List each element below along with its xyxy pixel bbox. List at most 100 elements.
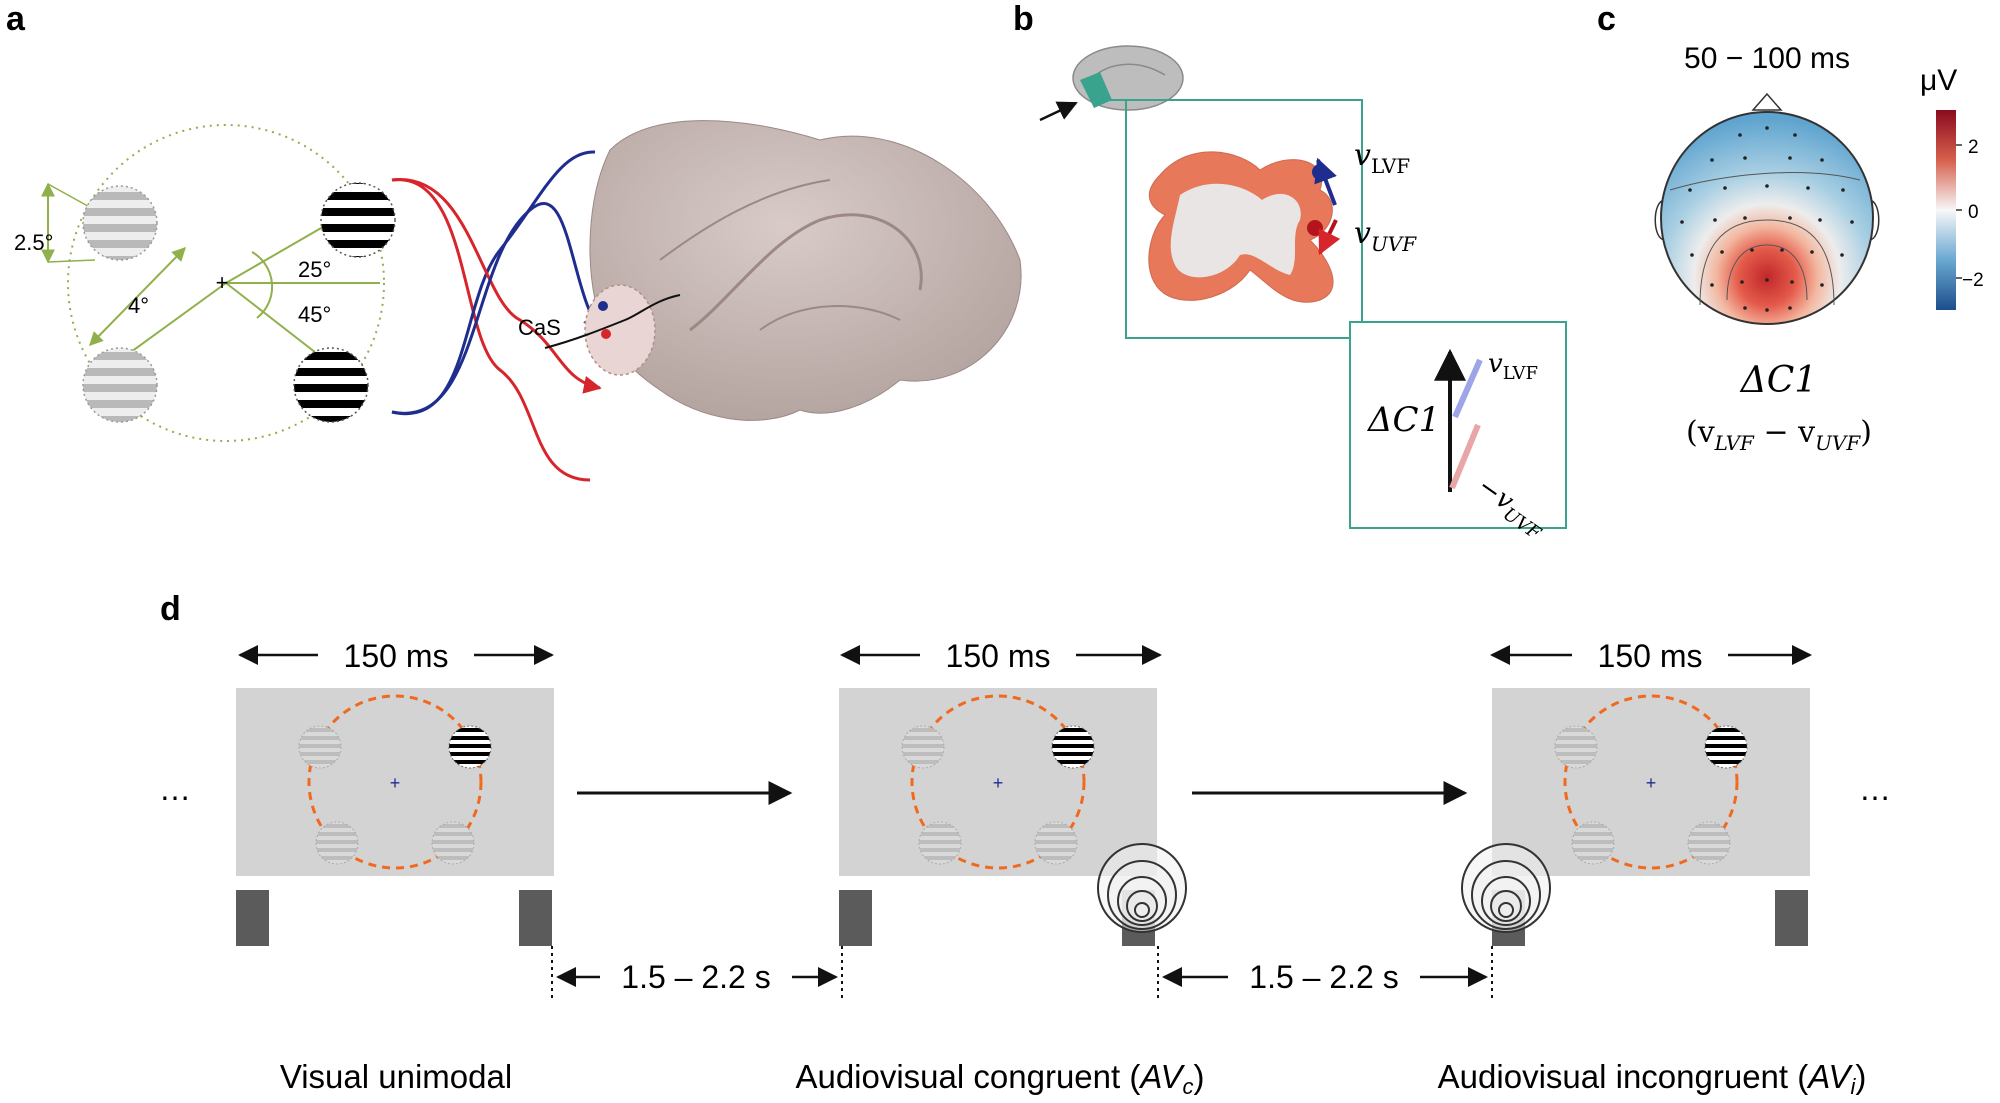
panel-letter-c: c (1597, 0, 1616, 38)
isi-label-1: 1.5 – 2.2 s (621, 959, 770, 995)
colorbar-label-minus2: −2 (1962, 270, 1984, 291)
panel-letter-d: d (160, 590, 181, 628)
stimulus-screen-2 (839, 688, 1157, 876)
orange-ring-3 (1563, 694, 1739, 870)
sound-wave-icon-2 (1097, 843, 1187, 933)
isi-label-bg-1 (600, 955, 792, 995)
label-angle-lower: 45° (298, 302, 331, 327)
speaker-2-left (839, 890, 872, 946)
size-tick-top (47, 183, 96, 211)
stimulus-screen-1 (236, 688, 554, 876)
fixation-cross-1: + (390, 773, 401, 793)
grating-2-ll (918, 821, 962, 865)
size-tick-bottom (47, 259, 96, 263)
label-size: 2.5° (14, 230, 53, 255)
brain-sulcus-1 (689, 213, 923, 332)
screen-audiovisual-incongruent: 150 ms + (1461, 638, 1812, 946)
colorbar-unit: μV (1920, 64, 1957, 97)
zoom-box-top-right (1100, 99, 1363, 322)
duration-label-bg-3 (1572, 640, 1728, 672)
calcarine-sulcus-line (544, 294, 681, 349)
duration-label-3: 150 ms (1598, 638, 1703, 674)
calcarine-region (584, 284, 656, 376)
grating-2-lr (1034, 821, 1078, 865)
brain-medial-view (589, 120, 1022, 421)
orange-ring-2 (910, 694, 1086, 870)
head-nose (1751, 92, 1783, 111)
red-curve-to-brain (391, 178, 602, 394)
fixation-cross-3: + (1646, 773, 1657, 793)
time-window-label: 50 − 100 ms (1684, 42, 1850, 75)
inset-v-lvf-arrow (1452, 358, 1483, 419)
uvf-activation-red (601, 329, 611, 339)
duration-label-2: 150 ms (946, 638, 1051, 674)
panel-letter-b: b (1013, 0, 1034, 38)
colorbar-label-0: 0 (1968, 202, 1979, 223)
condition-label-visual: Visual unimodal (280, 1058, 512, 1095)
ellipsis-right: … (1859, 771, 1891, 807)
v-lvf-arrow (1314, 157, 1337, 206)
grating-3-ll (1571, 821, 1615, 865)
label-v-uvf: vUVF (1354, 216, 1417, 256)
orange-ring-1 (307, 694, 483, 870)
brain-sulcus-2 (659, 179, 831, 261)
eccentricity-circle (67, 124, 385, 442)
thumbnail-arrow (1039, 101, 1078, 122)
label-v-lvf: vLVF (1354, 138, 1410, 178)
lower-stimulus-line (225, 282, 321, 357)
duration-label-bg-1 (318, 640, 474, 672)
cortex-flatmap-interior (1170, 183, 1301, 278)
ellipsis-left: … (159, 771, 191, 807)
upper-stimulus-line (225, 219, 336, 284)
delta-c1-title: ΔC1 (1739, 360, 1817, 401)
grating-upper-left (82, 185, 158, 261)
v-uvf-arrow (1318, 219, 1341, 256)
screen-visual-unimodal: 150 ms + (236, 638, 554, 946)
grating-upper-right (320, 182, 396, 258)
condition-label-av-incongruent: Audiovisual incongruent (AVi) (1438, 1058, 1867, 1099)
grating-1-ur (448, 725, 492, 769)
duration-label-1: 150 ms (344, 638, 449, 674)
grating-3-lr (1687, 821, 1731, 865)
delta-c1-formula: (vLVF − vUVF) (1686, 415, 1872, 455)
blue-curve-to-brain (391, 202, 602, 415)
grating-1-lr (431, 821, 475, 865)
speaker-3-right (1775, 890, 1808, 946)
zoom-box-left-bottom (1125, 100, 1350, 339)
angle-arc (251, 251, 274, 319)
grating-2-ul (901, 725, 945, 769)
stimulus-screen-3 (1492, 688, 1810, 876)
panel-c: c 50 − 100 ms μV 2 0 −2 ΔC1 (vLVF − vUVF… (1597, 0, 1984, 455)
panel-d: d … … 150 ms + 150 ms + (159, 590, 1891, 1099)
grating-3-ul (1554, 725, 1598, 769)
screen-audiovisual-congruent: 150 ms + (839, 638, 1187, 946)
electrode-dots (1680, 126, 1854, 312)
isi-label-2: 1.5 – 2.2 s (1249, 959, 1398, 995)
colorbar (1936, 110, 1956, 310)
lvf-activation-blue (598, 301, 608, 311)
panel-letter-a: a (6, 0, 26, 38)
inset-label-v-lvf: vLVF (1488, 349, 1538, 384)
uvf-source-red (1307, 220, 1323, 236)
label-cas: CaS (518, 315, 561, 340)
label-angle-upper: 25° (298, 257, 331, 282)
contour-inner (1726, 244, 1808, 301)
grating-3-ur (1704, 725, 1748, 769)
sound-wave-icon-3 (1461, 843, 1551, 933)
isi-label-bg-2 (1228, 955, 1420, 995)
grating-2-ur (1051, 725, 1095, 769)
panel-b: b vLVF vUVF ΔC1 vLVF −vUVF (1013, 0, 1567, 545)
speaker-1-left (236, 890, 269, 946)
grating-lower-right (293, 347, 369, 423)
brain-sulcus-3 (759, 305, 901, 331)
condition-label-av-congruent: Audiovisual congruent (AVc) (795, 1058, 1204, 1099)
red-projection-curve (391, 178, 591, 482)
grating-1-ll (315, 821, 359, 865)
label-eccentricity: 4° (128, 293, 149, 318)
colorbar-label-2: 2 (1968, 137, 1979, 158)
fixation-cross: + (216, 270, 229, 295)
duration-label-bg-2 (920, 640, 1076, 672)
inset-neg-v-uvf-arrow (1449, 423, 1481, 490)
panel-a: a + 2.5° 4° 25° 45° (6, 0, 1022, 482)
